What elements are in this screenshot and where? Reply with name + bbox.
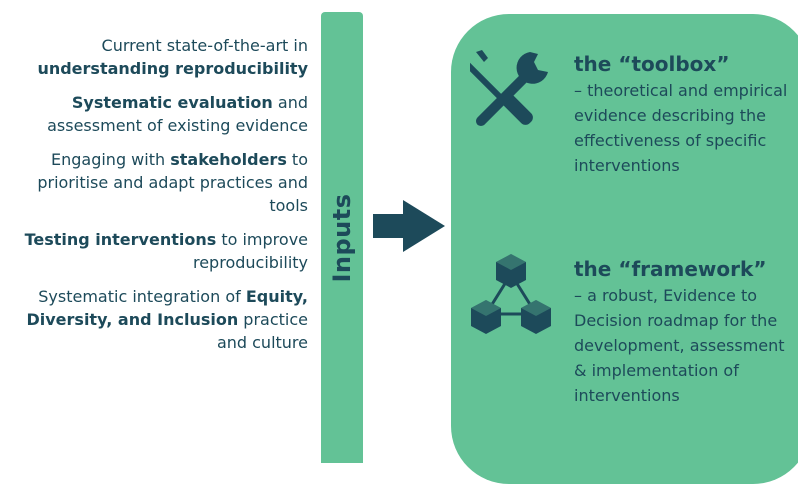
input-item-bold: Systematic evaluation (71, 93, 273, 112)
framework-title: the “framework” (574, 257, 767, 281)
input-item-text: to improve reproducibility (192, 230, 308, 272)
input-item-text: and assessment of existing evidence (47, 93, 308, 135)
input-item-bold: Equity, Diversity, and Inclusion (26, 287, 308, 329)
inputs-bar: Inputs (321, 12, 363, 463)
input-item-text: practice and culture (216, 310, 308, 352)
tools-icon (470, 50, 548, 127)
input-item-edi: Systematic integration of Equity, Divers… (0, 285, 308, 354)
input-item-stakeholders: Engaging with stakeholders to prioritise… (0, 148, 308, 217)
input-item-bold: Testing interventions (24, 230, 217, 249)
inputs-list: Current state-of-the-art in understandin… (0, 34, 308, 365)
input-item-text: Engaging with (50, 150, 171, 169)
toolbox-title: the “toolbox” (574, 52, 730, 76)
input-item-state-of-the-art: Current state-of-the-art in understandin… (0, 34, 308, 80)
input-item-text: to prioritise and adapt practices and to… (37, 150, 308, 215)
framework-description: – a robust, Evidence to Decision roadmap… (574, 286, 785, 405)
toolbox-description: – theoretical and empirical evidence des… (574, 81, 788, 175)
input-item-systematic-evaluation: Systematic evaluation and assessment of … (0, 91, 308, 137)
input-item-bold: understanding reproducibility (37, 59, 308, 78)
inputs-label: Inputs (328, 192, 356, 283)
input-item-text: Systematic integration of (38, 287, 246, 306)
input-item-bold: stakeholders (170, 150, 287, 169)
framework-block: the “framework” – a robust, Evidence to … (574, 255, 794, 408)
right-arrow-icon (373, 200, 445, 252)
toolbox-block: the “toolbox” – theoretical and empirica… (574, 50, 794, 178)
input-item-testing-interventions: Testing interventions to improve reprodu… (0, 228, 308, 274)
network-blocks-icon (471, 254, 551, 334)
input-item-text: Current state-of-the-art in (101, 36, 308, 55)
